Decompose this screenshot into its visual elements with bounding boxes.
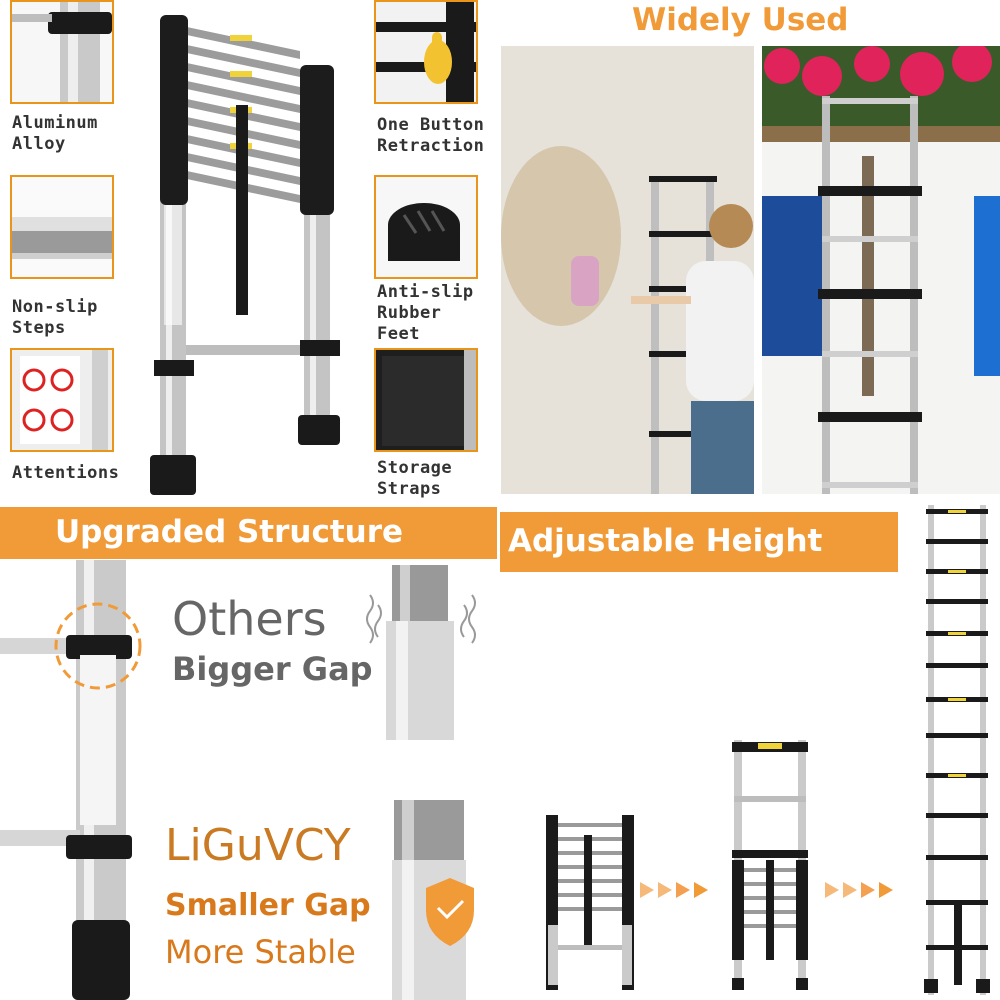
brand-smaller-gap: Smaller Gap (165, 888, 371, 923)
label-attentions: Attentions (12, 463, 120, 483)
rubber-foot-image (376, 177, 476, 277)
ladder-fully-extended (920, 505, 995, 995)
thumb-one-button-retraction (374, 0, 478, 104)
label-storage-straps: Storage Straps (377, 458, 453, 499)
label-nonslip-steps: Non-slip Steps (12, 297, 98, 338)
ladder-joint-closeup (0, 560, 160, 1000)
strap-image (376, 350, 476, 450)
photo-painting-wall (501, 46, 754, 494)
banner-upgraded-structure: Upgraded Structure (0, 507, 497, 559)
others-heading: Others (172, 592, 327, 646)
brand-name: LiGuVCY (165, 820, 351, 871)
brand-tube-image (380, 800, 480, 1000)
label-one-button-retraction: One Button Retraction (377, 115, 485, 156)
thumb-antislip-feet (374, 175, 478, 279)
banner-upgraded-structure-text: Upgraded Structure (55, 514, 404, 550)
ladder-product-image (140, 5, 355, 495)
step-surface-image (12, 177, 112, 277)
button-press-image (376, 2, 476, 102)
arrow-right-icon-2 (825, 880, 910, 900)
arrow-right-icon-1 (640, 880, 725, 900)
photo-outdoor-house (762, 46, 1000, 494)
title-widely-used: Widely Used (632, 2, 849, 38)
thumb-attentions (10, 348, 114, 452)
label-antislip-feet: Anti-slip Rubber Feet (377, 282, 474, 344)
others-bigger-gap: Bigger Gap (172, 650, 373, 688)
ladder-half-extended (728, 740, 813, 990)
warning-label-image (12, 350, 112, 450)
others-tube-image (360, 565, 480, 740)
ladder-collapsed (540, 815, 640, 990)
banner-adjustable-height: Adjustable Height (500, 512, 898, 572)
thumb-aluminum-alloy (10, 0, 114, 104)
thumb-nonslip-steps (10, 175, 114, 279)
banner-adjustable-height-text: Adjustable Height (508, 523, 823, 559)
brand-more-stable: More Stable (165, 933, 356, 971)
label-aluminum-alloy: Aluminum Alloy (12, 113, 98, 154)
thumb-storage-straps (374, 348, 478, 452)
aluminum-tube-image (12, 2, 112, 102)
